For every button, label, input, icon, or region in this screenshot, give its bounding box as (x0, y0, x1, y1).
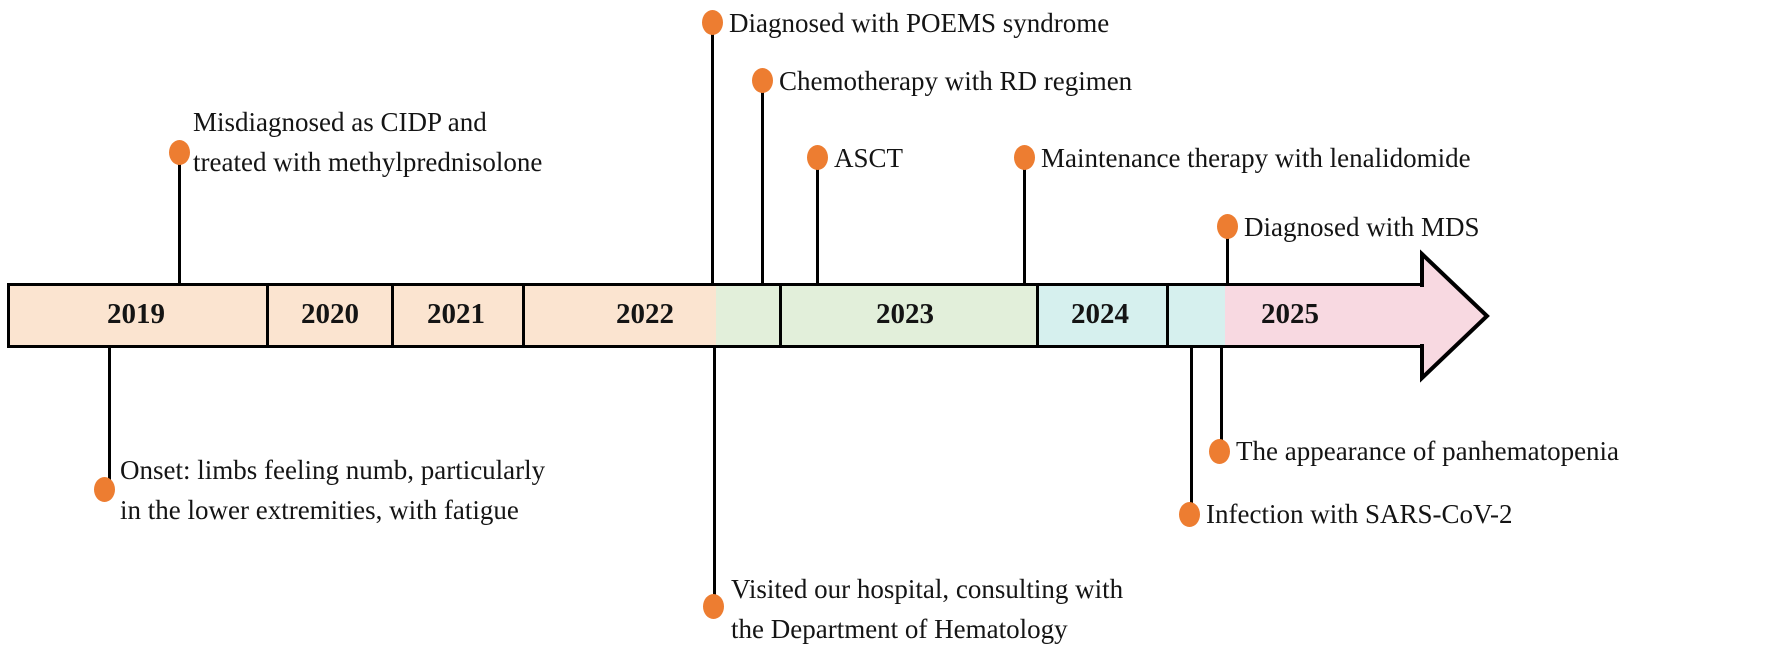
segment-divider (1166, 286, 1169, 345)
year-label-2022: 2022 (616, 298, 674, 330)
event-connector-line (1190, 346, 1193, 514)
event-connector-line (1220, 346, 1223, 451)
event-marker-dot (1179, 502, 1200, 527)
event-label-line: the Department of Hematology (731, 614, 1068, 644)
year-label-2025: 2025 (1261, 298, 1319, 330)
event-marker-dot (94, 477, 115, 502)
event-connector-line (108, 346, 111, 489)
segment-divider (266, 286, 269, 345)
event-label-line: The appearance of panhematopenia (1236, 436, 1620, 466)
event-label-line: Onset: limbs feeling numb, particularly (120, 455, 546, 485)
event-marker-dot (1014, 145, 1035, 170)
event-label-maintenance-lenalidomide: Maintenance therapy with lenalidomide (1041, 138, 1471, 178)
year-segment-2021 (392, 286, 523, 345)
event-label-asct: ASCT (834, 138, 903, 178)
event-label-onset-symptoms: Onset: limbs feeling numb, particularly … (120, 450, 545, 530)
event-label-line: Visited our hospital, consulting with (731, 574, 1124, 604)
timeline-arrowhead-icon (1420, 249, 1490, 383)
segment-divider (391, 286, 394, 345)
event-connector-line (178, 152, 181, 285)
event-connector-line (761, 80, 764, 285)
event-marker-dot (703, 594, 724, 619)
year-label-2023: 2023 (876, 298, 934, 330)
segment-late-2024-cyan (1167, 286, 1225, 345)
event-connector-line (713, 346, 716, 606)
event-label-line: ASCT (834, 143, 904, 173)
year-label-2020: 2020 (301, 298, 359, 330)
event-label-line: Maintenance therapy with lenalidomide (1041, 143, 1471, 173)
event-label-line: treated with methylprednisolone (193, 147, 543, 177)
segment-divider (1036, 286, 1039, 345)
timeline-bar (7, 283, 1423, 348)
event-label-sars-cov-2-infection: Infection with SARS-CoV-2 (1206, 494, 1513, 534)
event-marker-dot (702, 10, 723, 35)
year-segment-2020 (267, 286, 392, 345)
event-marker-dot (752, 68, 773, 93)
event-label-line: in the lower extremities, with fatigue (120, 495, 519, 525)
event-connector-line (711, 22, 714, 285)
event-label-poems-diagnosis: Diagnosed with POEMS syndrome (729, 3, 1109, 43)
event-marker-dot (1217, 214, 1238, 239)
year-segment-2023 (780, 286, 1037, 345)
event-connector-line (816, 157, 819, 285)
event-connector-line (1226, 226, 1229, 285)
event-label-line: Infection with SARS-CoV-2 (1206, 499, 1513, 529)
event-marker-dot (807, 145, 828, 170)
segment-divider (779, 286, 782, 345)
event-label-line: Diagnosed with MDS (1244, 212, 1480, 242)
year-label-2024: 2024 (1071, 298, 1129, 330)
year-segment-2024 (1037, 286, 1167, 345)
year-label-2021: 2021 (427, 298, 485, 330)
arrowhead-bar-junction (1417, 287, 1425, 344)
event-label-line: Misdiagnosed as CIDP and (193, 107, 487, 137)
event-label-line: Diagnosed with POEMS syndrome (729, 8, 1110, 38)
segment-divider (522, 286, 525, 345)
event-marker-dot (1209, 439, 1230, 464)
year-segment-2022 (523, 286, 716, 345)
event-connector-line (1023, 157, 1026, 285)
event-label-misdiagnosed-cidp: Misdiagnosed as CIDP and treated with me… (193, 102, 542, 182)
event-label-chemotherapy-rd: Chemotherapy with RD regimen (779, 61, 1132, 101)
year-segment-2019 (10, 286, 267, 345)
event-label-panhematopenia: The appearance of panhematopenia (1236, 431, 1619, 471)
year-segment-2025 (1225, 286, 1423, 345)
event-label-line: Chemotherapy with RD regimen (779, 66, 1133, 96)
segment-late-2022-green (716, 286, 780, 345)
event-label-hospital-visit: Visited our hospital, consulting with th… (731, 569, 1123, 649)
year-label-2019: 2019 (107, 298, 165, 330)
event-marker-dot (169, 140, 190, 165)
event-label-mds-diagnosis: Diagnosed with MDS (1244, 207, 1480, 247)
